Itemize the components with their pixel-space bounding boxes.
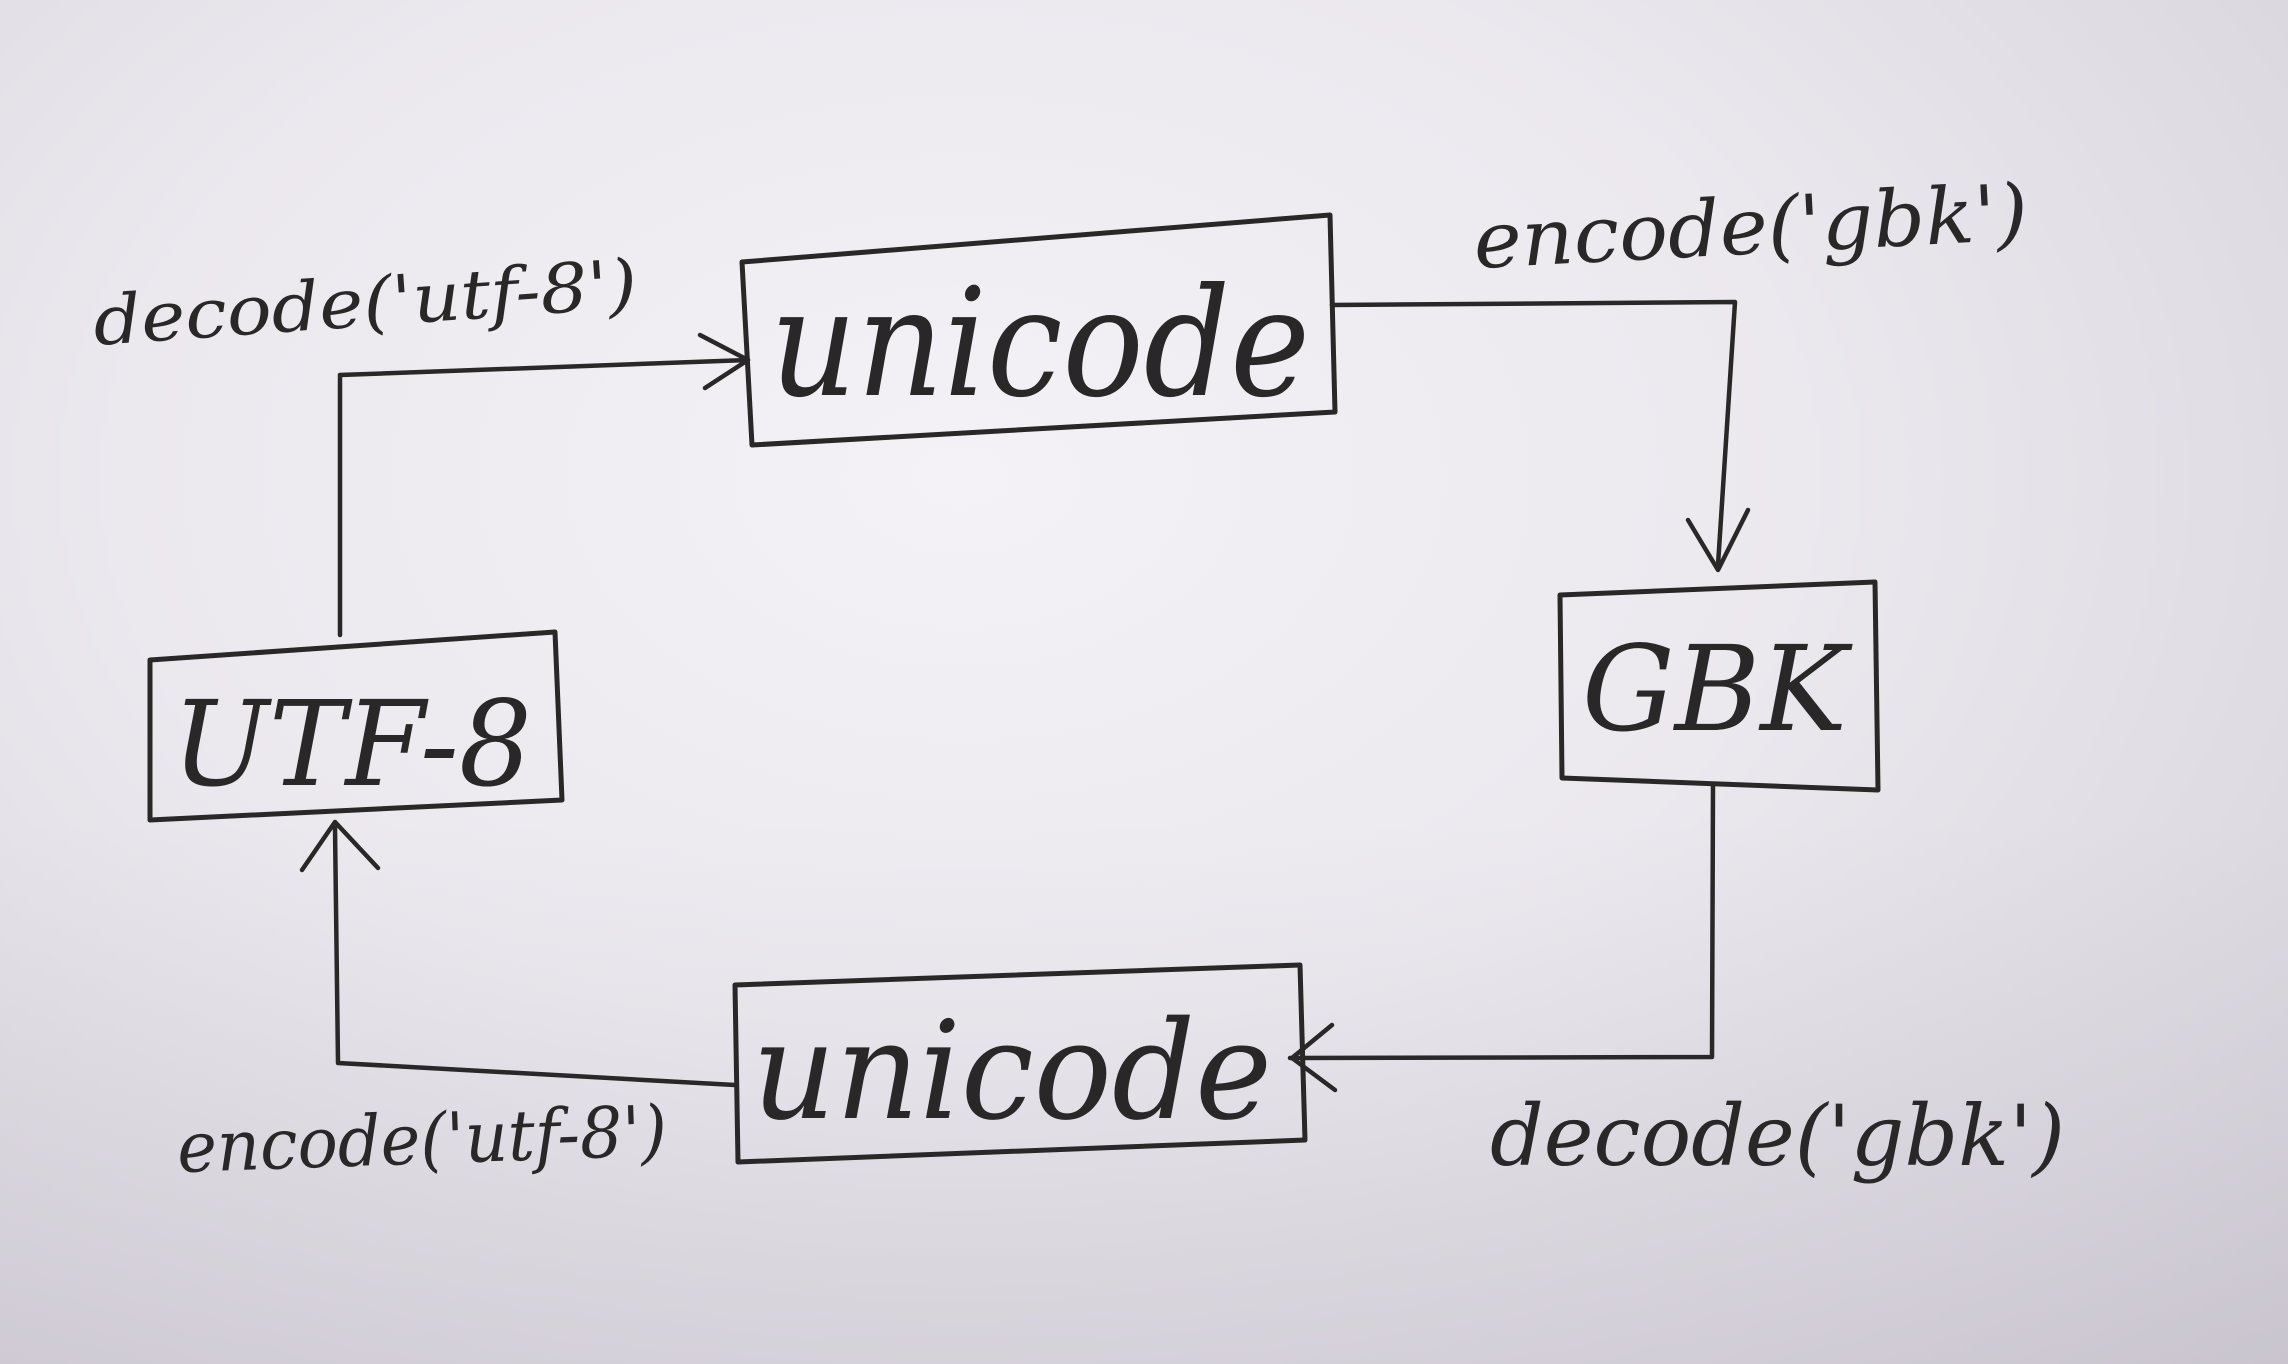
node-label-utf8: UTF-8	[172, 675, 532, 813]
arrowhead-utf8	[299, 819, 381, 873]
edge-label-encode-utf8: encode('utf-8')	[176, 1090, 669, 1189]
edge-unicode-top-to-gbk	[1329, 299, 1738, 568]
arrowhead-gbk	[1685, 507, 1751, 573]
edge-label-decode-gbk: decode('gbk')	[1490, 1087, 2065, 1185]
edge-label-encode-gbk: encode('gbk')	[1471, 168, 2030, 287]
edge-utf8-to-unicode-top	[337, 357, 751, 638]
node-label-unicode-bottom: unicode	[752, 993, 1272, 1151]
edge-unicode-bottom-to-utf8	[332, 825, 738, 1088]
edge-label-decode-utf8: decode('utf-8')	[91, 245, 640, 362]
arrowhead-unicode-bottom	[1289, 1022, 1338, 1093]
node-box-unicode-top	[739, 212, 1338, 448]
node-box-utf8	[147, 629, 565, 823]
node-box-unicode-bottom	[732, 962, 1308, 1165]
edge-gbk-to-unicode-bottom	[1287, 782, 1716, 1061]
node-box-gbk	[1557, 579, 1881, 793]
node-label-unicode-top: unicode	[770, 257, 1310, 431]
node-label-gbk: GBK	[1582, 620, 1853, 758]
